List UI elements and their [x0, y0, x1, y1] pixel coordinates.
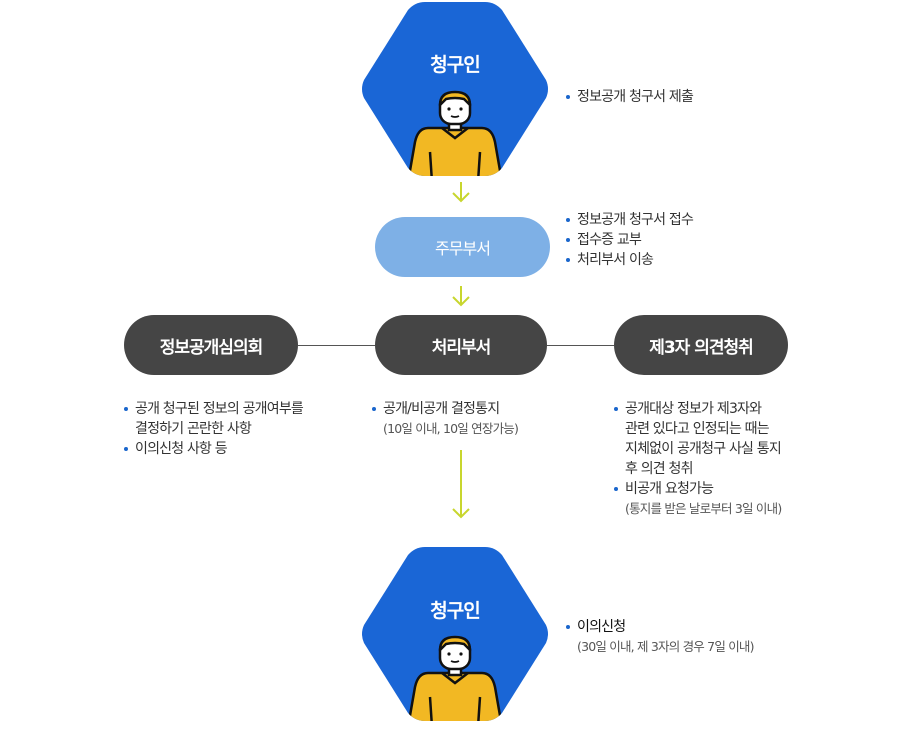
person-icon	[406, 635, 504, 721]
top-requester-title: 청구인	[430, 54, 480, 76]
bottom-requester-hexagon	[362, 547, 548, 721]
list-item: 처리부서 이송	[566, 250, 693, 270]
list-item: 공개대상 정보가 제3자와 관련 있다고 인정되는 때는 지체없이 공개청구 사…	[614, 399, 782, 479]
third-party-notes: 공개대상 정보가 제3자와 관련 있다고 인정되는 때는 지체없이 공개청구 사…	[614, 399, 782, 519]
reception-department: 주무부서	[375, 217, 550, 277]
connector-line-left	[298, 345, 375, 346]
list-item: 접수증 교부	[566, 230, 693, 250]
list-item: 이의신청 사항 등	[124, 439, 303, 459]
list-item: 정보공개 청구서 제출	[566, 87, 694, 107]
review-committee: 정보공개심의회	[124, 315, 298, 375]
list-item: 공개/비공개 결정통지 (10일 이내, 10일 연장가능)	[372, 399, 519, 439]
list-item: 이의신청 (30일 이내, 제 3자의 경우 7일 이내)	[566, 617, 754, 657]
connector-line-right	[547, 345, 614, 346]
arrow-down-icon	[452, 450, 470, 519]
top-requester-hexagon	[362, 2, 548, 176]
bottom-requester-notes: 이의신청 (30일 이내, 제 3자의 경우 7일 이내)	[566, 617, 754, 657]
processing-notes: 공개/비공개 결정통지 (10일 이내, 10일 연장가능)	[372, 399, 519, 439]
bottom-requester-title: 청구인	[430, 600, 480, 622]
arrow-down-icon	[452, 286, 470, 307]
reception-notes: 정보공개 청구서 접수 접수증 교부 처리부서 이송	[566, 210, 694, 270]
list-item: 공개 청구된 정보의 공개여부를 결정하기 곤란한 사항	[124, 399, 304, 439]
list-item: 정보공개 청구서 접수	[566, 210, 694, 230]
person-icon	[406, 90, 504, 176]
list-item: 비공개 요청가능 (통지를 받은 날로부터 3일 이내)	[614, 479, 782, 519]
top-requester-notes: 정보공개 청구서 제출	[566, 87, 694, 107]
arrow-down-icon	[452, 182, 470, 203]
processing-department: 처리부서	[375, 315, 547, 375]
third-party-opinion: 제3자 의견청취	[614, 315, 788, 375]
committee-notes: 공개 청구된 정보의 공개여부를 결정하기 곤란한 사항 이의신청 사항 등	[124, 399, 304, 459]
